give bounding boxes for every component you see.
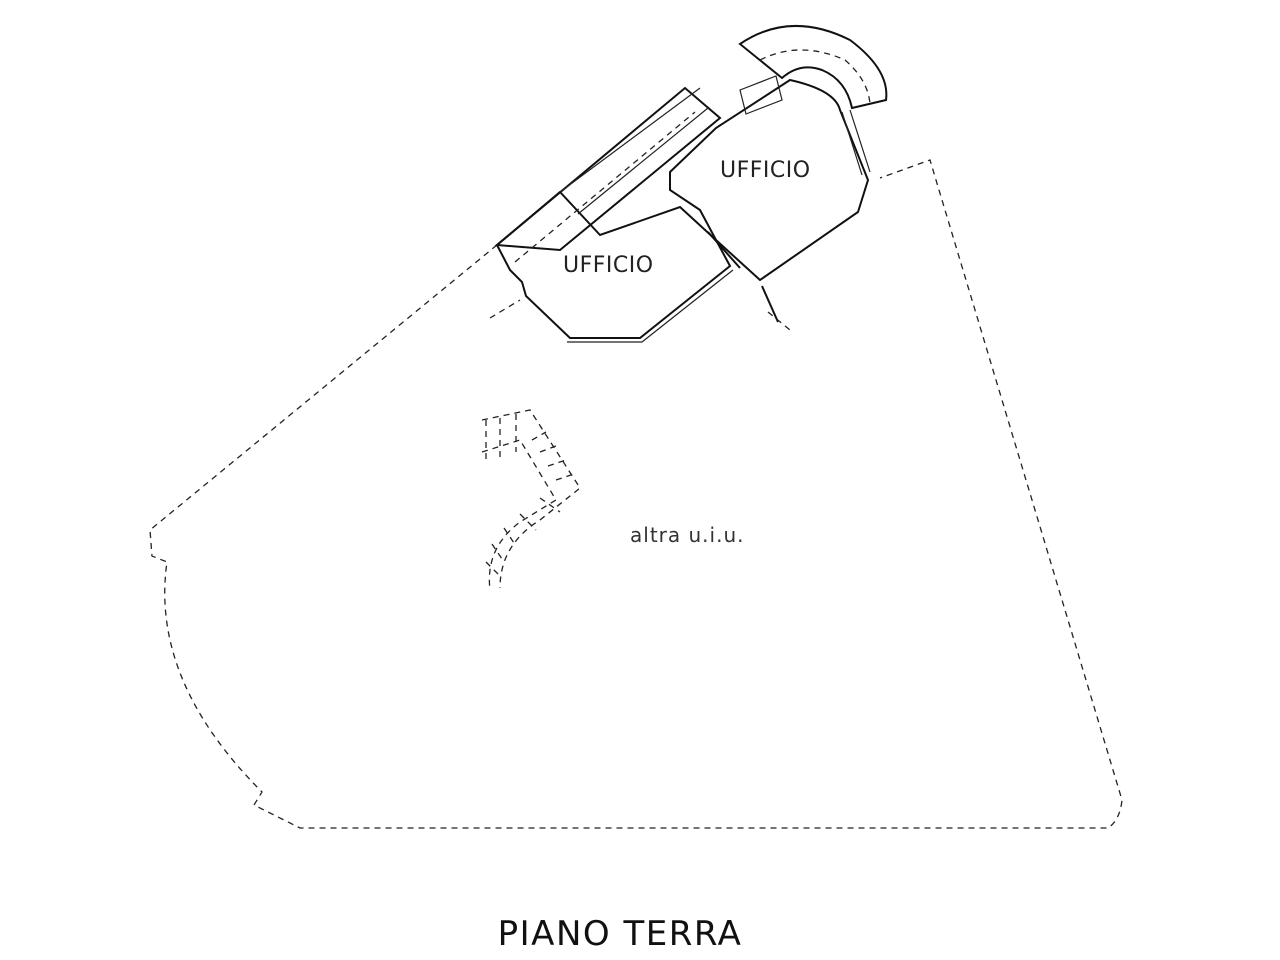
- office-lower-label: UFFICIO: [563, 253, 654, 278]
- spiral-staircase: [481, 409, 581, 591]
- floor-title: PIANO TERRA: [497, 914, 743, 954]
- office-upper-room: [669, 78, 870, 282]
- corridor-block: [494, 86, 722, 252]
- office-upper-label: UFFICIO: [720, 158, 811, 183]
- other-unit-label: altra u.i.u.: [630, 523, 745, 547]
- office-lower-room: [495, 190, 732, 339]
- other-unit-boundary: [149, 159, 1123, 829]
- stair-tower: [738, 25, 888, 110]
